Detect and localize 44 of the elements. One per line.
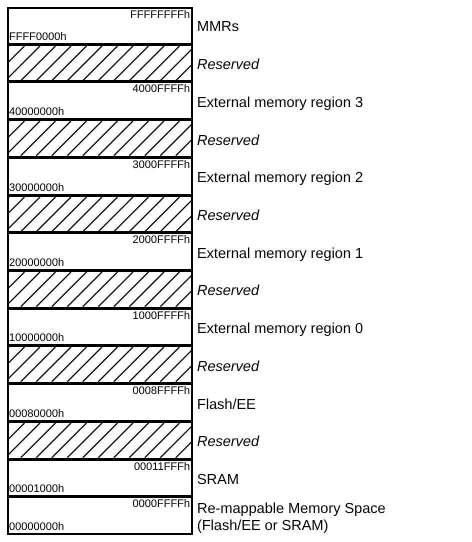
- start-address: 00080000h: [9, 408, 64, 420]
- reserved-region-box: [7, 119, 193, 158]
- region-label: MMRs: [197, 19, 240, 36]
- region-label: External memory region 1: [197, 246, 364, 263]
- memory-region-box: [7, 496, 193, 535]
- end-address: 2000FFFFh: [132, 234, 190, 246]
- end-address: 3000FFFFh: [132, 158, 190, 171]
- region-label: SRAM: [197, 472, 240, 489]
- region-label: External memory region 3: [197, 94, 364, 112]
- memory-region-box: [7, 156, 193, 196]
- end-address: FFFFFFFFh: [130, 9, 190, 21]
- reserved-region-box: [7, 44, 193, 82]
- start-address: FFFF0000h: [9, 30, 66, 43]
- end-address: 00011FFFh: [134, 460, 190, 473]
- end-address: 0008FFFFh: [132, 385, 190, 398]
- reserved-region-box: [7, 270, 193, 309]
- start-address: 30000000h: [9, 182, 64, 194]
- reserved-region-box: [7, 194, 193, 234]
- region-label: Re-mappable Memory Space (Flash/EE or SRAM): [197, 501, 387, 536]
- memory-region-box: [7, 7, 193, 45]
- start-address: 00000000h: [9, 520, 64, 533]
- end-address: 0000FFFFh: [132, 498, 190, 510]
- start-address: 40000000h: [9, 106, 64, 118]
- reserved-region-box: [7, 345, 193, 384]
- region-label: Reserved: [197, 208, 260, 225]
- start-address: 10000000h: [9, 332, 64, 344]
- region-label: External memory region 2: [197, 170, 364, 188]
- region-label: Reserved: [197, 57, 260, 74]
- memory-region-box: [7, 308, 193, 346]
- start-address: 20000000h: [9, 256, 64, 269]
- end-address: 4000FFFFh: [132, 83, 190, 96]
- start-address: 00001000h: [9, 483, 64, 496]
- memory-region-box: [7, 81, 193, 120]
- region-label: Reserved: [197, 132, 260, 150]
- region-label: Flash/EE: [197, 396, 257, 414]
- end-address: 1000FFFFh: [132, 310, 190, 322]
- reserved-region-box: [7, 420, 193, 460]
- memory-region-box: [7, 458, 193, 498]
- region-label: Reserved: [197, 434, 260, 452]
- region-label: Reserved: [197, 283, 260, 300]
- memory-region-box: [7, 383, 193, 422]
- region-label: External memory region 0: [197, 321, 364, 338]
- memory-region-box: [7, 232, 193, 271]
- region-label: Reserved: [197, 358, 260, 376]
